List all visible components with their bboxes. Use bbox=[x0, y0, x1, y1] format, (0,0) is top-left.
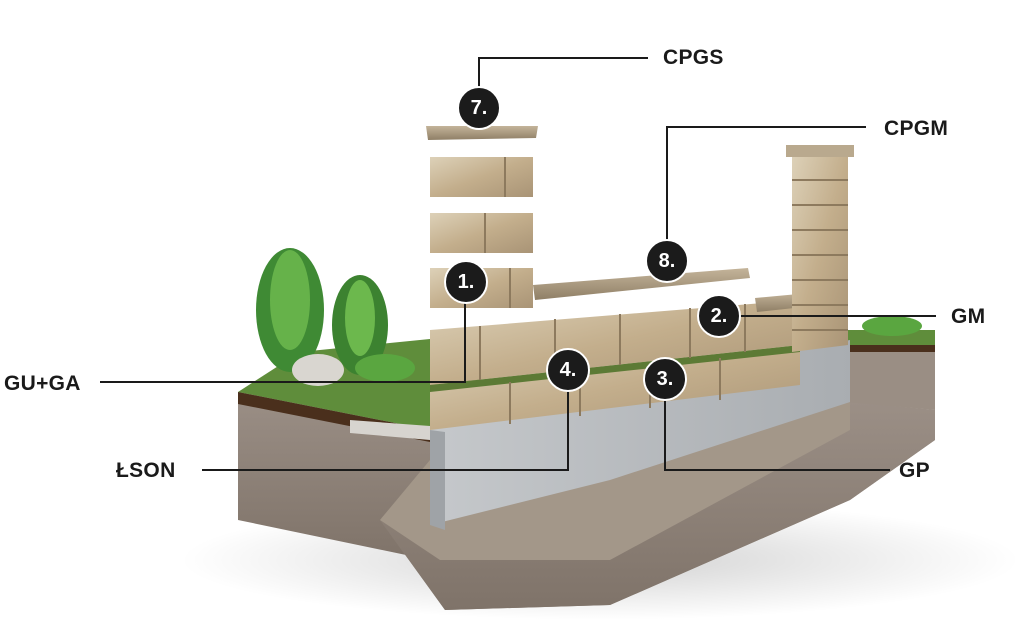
label-gm: GM bbox=[951, 306, 985, 327]
label-cpgs: CPGS bbox=[663, 47, 724, 68]
badge-2: 2. bbox=[697, 294, 741, 338]
badge-1: 1. bbox=[444, 260, 488, 304]
label-cpgm: CPGM bbox=[884, 118, 948, 139]
label-gu-ga: GU+GA bbox=[4, 373, 81, 394]
pillar-right bbox=[786, 145, 854, 352]
badge-3: 3. bbox=[643, 357, 687, 401]
label-lson: ŁSON bbox=[116, 460, 176, 481]
badge-8: 8. bbox=[645, 239, 689, 283]
badge-4: 4. bbox=[546, 348, 590, 392]
badge-7: 7. bbox=[457, 86, 501, 130]
label-gp: GP bbox=[899, 460, 930, 481]
